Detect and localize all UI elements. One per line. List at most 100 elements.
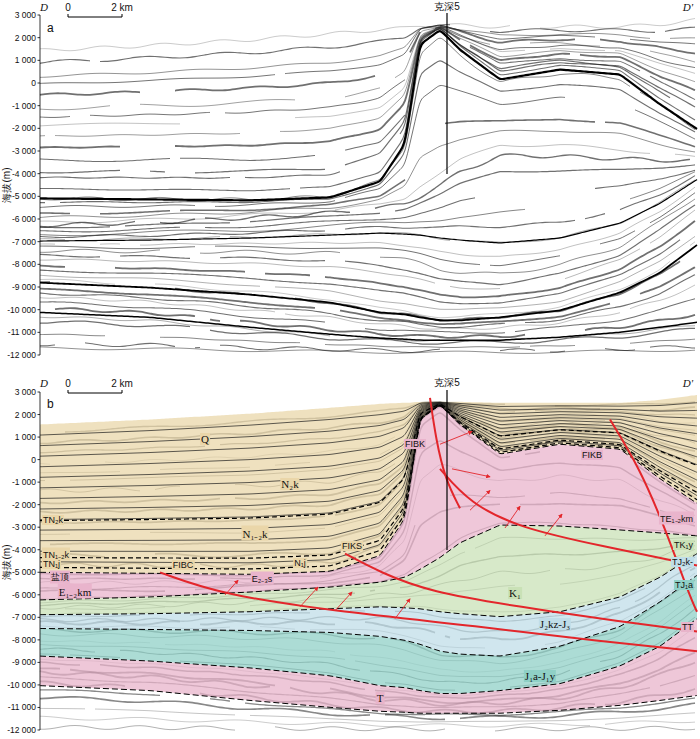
- horizon-dashed: [40, 406, 697, 569]
- fault-line: [610, 420, 697, 612]
- horizon-label: TT: [681, 622, 694, 632]
- formation-label: T: [376, 692, 385, 704]
- seismic-reflector: [40, 180, 695, 242]
- axis-tick: [38, 549, 41, 550]
- profile-end-label-holder: D': [683, 1, 693, 13]
- formation-label: Q: [200, 433, 210, 445]
- seismic-reflector: [40, 285, 695, 329]
- axis-tick: [38, 287, 41, 288]
- axis-tick-label: 1 000: [15, 55, 36, 65]
- fault-branch: [545, 514, 562, 536]
- interpreted-horizon: [40, 405, 697, 541]
- axis-tick-label-holder: 1 000: [15, 55, 36, 65]
- axis-tick-label-holder: -9 000: [12, 282, 36, 292]
- axis-tick-label-holder: -8 000: [12, 259, 36, 269]
- axis-tick: [38, 684, 41, 685]
- interpreted-horizon: [40, 404, 697, 499]
- seismic-reflector: [40, 38, 695, 201]
- formation-label-holder: Q: [200, 433, 210, 445]
- seismic-reflector: [40, 25, 695, 64]
- axis-tick: [38, 332, 41, 333]
- panel-letter: a: [47, 21, 54, 35]
- horizon-label-holder: 盐顶: [50, 571, 70, 584]
- horizon-dashed: [40, 406, 697, 559]
- strong-reflector: [40, 180, 697, 243]
- fault-branch: [225, 580, 238, 595]
- fault-line: [430, 398, 460, 508]
- horizon-label-holder: TN₁₋₂k: [42, 547, 70, 560]
- formation-label-holder: N₂k: [280, 478, 299, 490]
- horizon-label: TN₂k: [42, 515, 64, 525]
- axis-tick-label: -11 000: [8, 327, 36, 337]
- axis-tick: [38, 264, 41, 265]
- axis-tick: [38, 15, 41, 16]
- axis-tick-label: -3 000: [12, 146, 36, 156]
- unit-boundary: [40, 525, 697, 600]
- axis-tick-label: -10 000: [7, 305, 36, 315]
- unit-boundary: [40, 686, 697, 714]
- axis-tick: [38, 151, 41, 152]
- fault-label: FIBK: [404, 439, 426, 449]
- profile-end-label: D': [683, 1, 693, 13]
- axis-tick-label: -7 000: [12, 612, 36, 622]
- seismic-reflector: [40, 221, 695, 297]
- formation-label-holder: N₁₋₂k: [241, 525, 268, 540]
- axis-tick-label: 2 000: [15, 33, 36, 43]
- formation-label: E₁₋₂km: [58, 584, 92, 599]
- axis-tick-label-holder: -12 000: [7, 350, 36, 360]
- axis-tick: [38, 639, 41, 640]
- formation-label-holder: E₁₋₂km: [58, 584, 92, 599]
- axis-tick-label: -6 000: [12, 590, 36, 600]
- interpreted-horizon: [40, 404, 697, 519]
- fault-line: [440, 469, 697, 566]
- axis-tick-label-holder: -1 000: [12, 101, 36, 111]
- seismic-reflector: [40, 321, 695, 344]
- axis-tick-label-holder: -11 000: [8, 327, 36, 337]
- horizon-label: TE₁₋₂km: [659, 512, 694, 525]
- axis-tick-label-holder: -2 000: [12, 500, 36, 510]
- axis-tick-label-holder: 3 000: [15, 10, 36, 20]
- seismic-reflector: [40, 29, 670, 178]
- axis-tick: [38, 60, 41, 61]
- formation-label: N₁j: [293, 558, 307, 568]
- axis-tick-label-holder: -7 000: [12, 612, 36, 622]
- profile-end-label-holder: D: [40, 377, 48, 389]
- axis-line: [40, 392, 41, 730]
- axis-tick-label-holder: -11 000: [8, 702, 36, 712]
- axis-tick: [38, 105, 41, 106]
- well-name-holder: 克深5: [434, 0, 460, 14]
- well-line: [446, 390, 447, 550]
- axis-tick-label-holder: 2 000: [15, 410, 36, 420]
- panel-letter: b: [47, 397, 54, 411]
- horizon-label: TK₁y: [673, 540, 694, 550]
- horizon-label: TN₁j: [42, 559, 61, 569]
- axis-tick-label-holder: -5 000: [12, 191, 36, 201]
- axis-tick: [38, 241, 41, 242]
- seismic-reflector: [40, 347, 695, 354]
- strong-reflector: [40, 245, 697, 320]
- horizon-label-holder: TN₂k: [42, 515, 64, 525]
- profile-end-label-holder: D: [40, 1, 48, 13]
- scale-bar-label-holder: 0: [65, 2, 71, 13]
- axis-tick-label: 0: [31, 78, 36, 88]
- axis-line: [40, 15, 41, 355]
- strong-reflector: [40, 31, 697, 200]
- axis-tick: [38, 594, 41, 595]
- profile-end-label-holder: D': [683, 377, 693, 389]
- axis-tick-label-holder: 0: [31, 78, 36, 88]
- fault-line: [160, 572, 697, 651]
- axis: [38, 14, 123, 355]
- formation-label: J₂kz-J₃: [539, 618, 571, 630]
- fault-line: [345, 554, 697, 632]
- axis-tick-label: 1 000: [15, 432, 36, 442]
- seismic-reflector: [40, 130, 695, 217]
- axis-tick-label-holder: -1 000: [12, 477, 36, 487]
- seismic-reflector: [40, 267, 695, 324]
- axis-tick-label: 0: [31, 455, 36, 465]
- axis-tick: [38, 617, 41, 618]
- fault-branch: [335, 592, 352, 611]
- fault-label: FIBC: [172, 560, 195, 570]
- axis-tick: [38, 437, 41, 438]
- formation-label: N₂k: [280, 478, 299, 490]
